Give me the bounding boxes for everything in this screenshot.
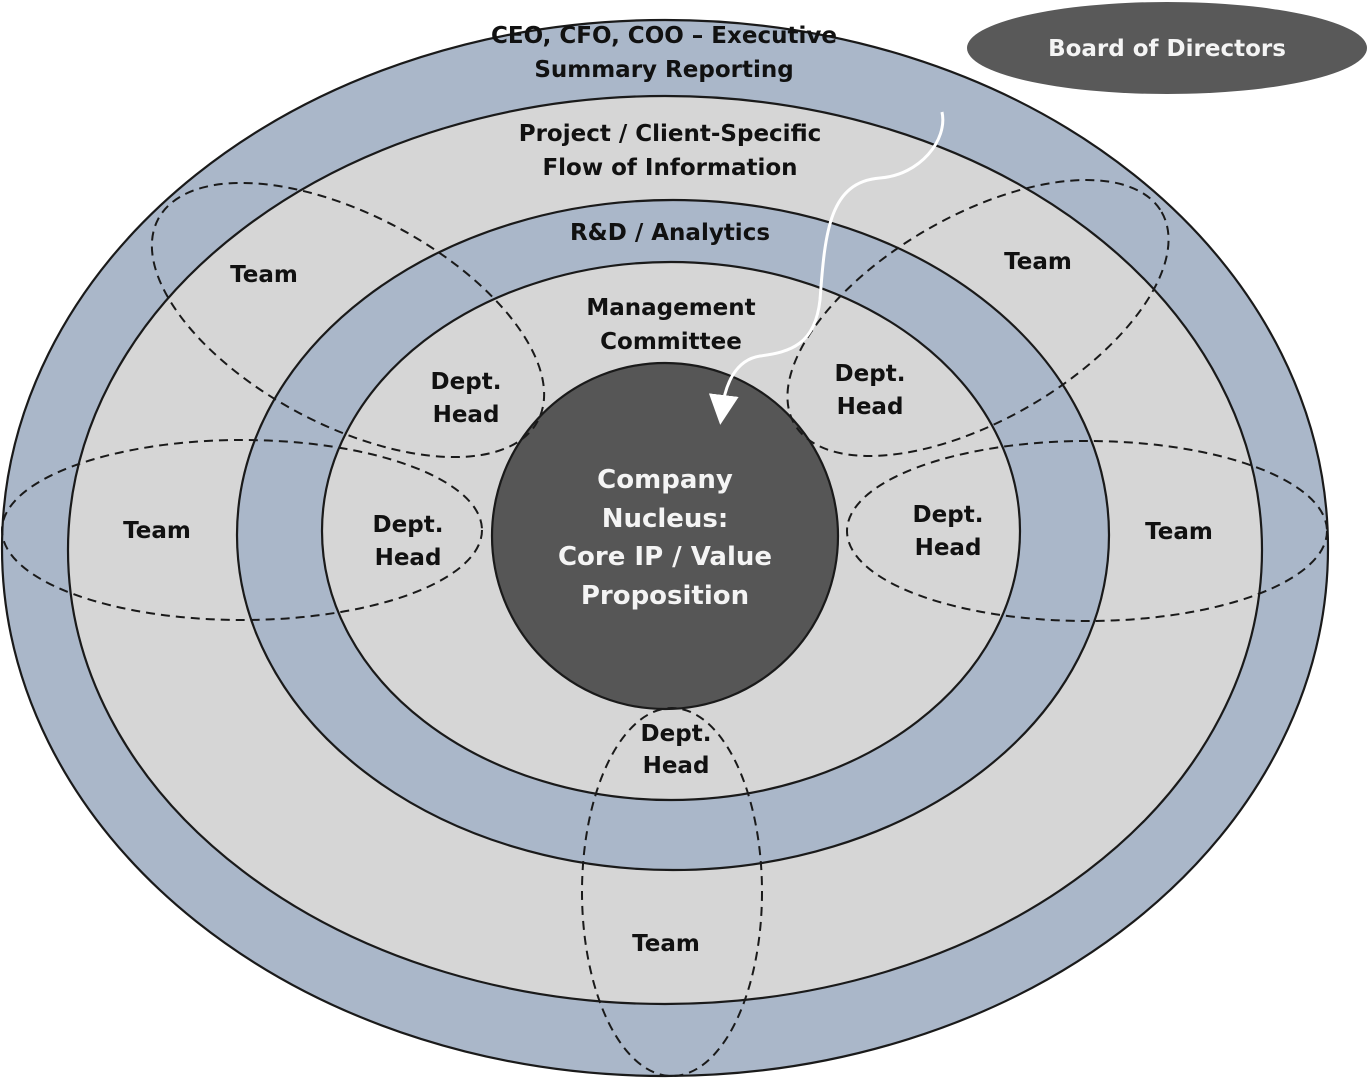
nucleus-label-line3: Core IP / Value [558, 542, 772, 572]
team-label-top-left: Team [230, 262, 298, 288]
dept-head-bottom-line2: Head [643, 753, 710, 779]
nucleus-label-line4: Proposition [581, 581, 749, 611]
group-outline-top-right [786, 179, 1170, 457]
rnd-label: R&D / Analytics [570, 220, 770, 246]
group-outline-left [1, 439, 483, 621]
board-of-directors-label: Board of Directors [1048, 36, 1286, 62]
dept-head-left-line1: Dept. [373, 512, 444, 538]
project-label-line2: Flow of Information [542, 155, 797, 181]
dept-head-bottom-line1: Dept. [641, 721, 712, 747]
dept-head-right-line1: Dept. [913, 502, 984, 528]
company-nucleus [490, 361, 840, 711]
management-label-line1: Management [586, 295, 755, 321]
group-outline-bottom [581, 707, 763, 1077]
project-label-line1: Project / Client-Specific [519, 121, 822, 147]
dept-head-top-left-line1: Dept. [431, 369, 502, 395]
executive-label-line1: CEO, CFO, COO – Executive [491, 23, 837, 49]
dept-head-left-line2: Head [375, 545, 442, 571]
dept-head-top-right-line2: Head [837, 394, 904, 420]
dept-head-top-left-line2: Head [433, 402, 500, 428]
information-flow-arrow [708, 111, 945, 425]
management-label-line2: Committee [600, 329, 742, 355]
team-label-top-right: Team [1004, 249, 1072, 275]
dept-head-top-right-line1: Dept. [835, 361, 906, 387]
nucleus-label-line2: Nucleus: [602, 504, 729, 534]
team-label-right: Team [1145, 519, 1213, 545]
team-label-left: Team [123, 518, 191, 544]
dept-head-right-line2: Head [915, 535, 982, 561]
executive-label-line2: Summary Reporting [534, 57, 793, 83]
nucleus-label-line1: Company [597, 465, 733, 495]
board-of-directors-shape [967, 2, 1367, 94]
group-outline-right [846, 440, 1328, 622]
team-label-bottom: Team [632, 931, 700, 957]
